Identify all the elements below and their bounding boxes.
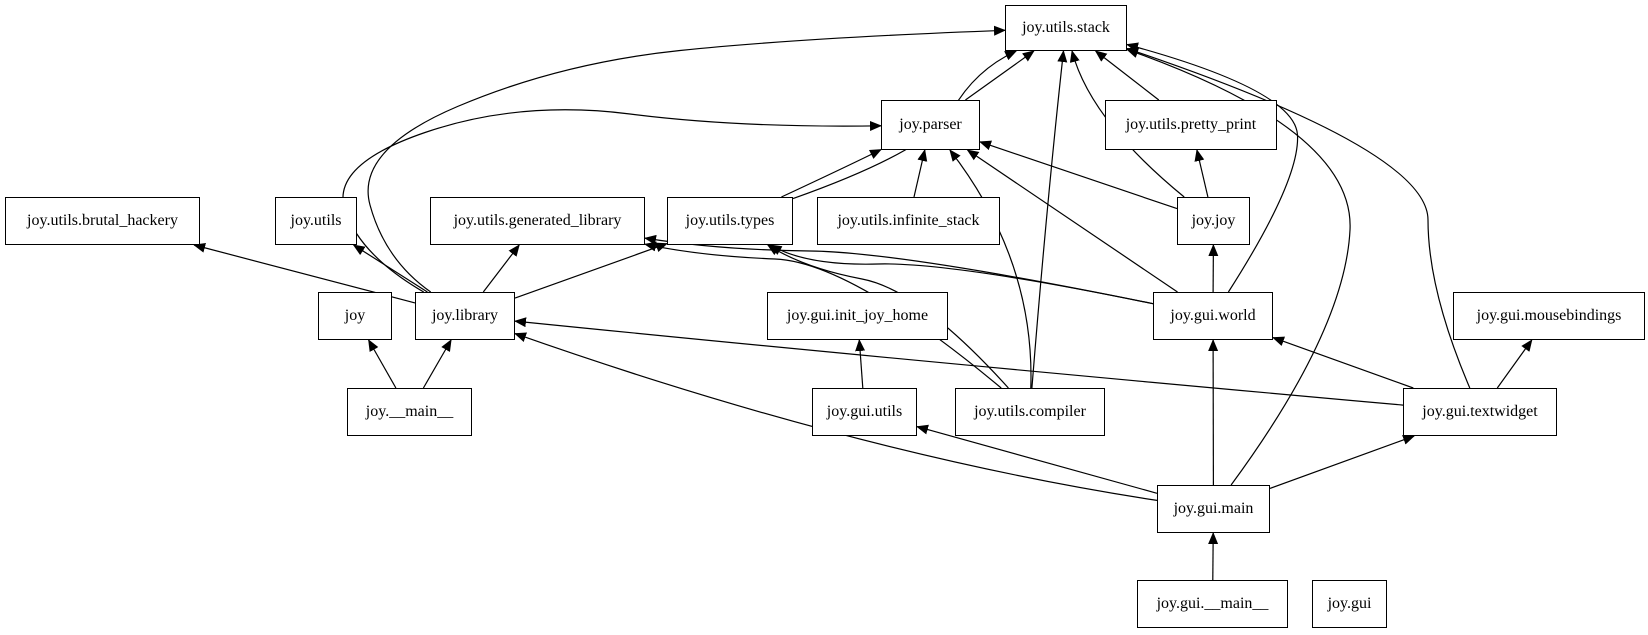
node-joy-gui-init-joy-home: joy.gui.init_joy_home [767,292,948,340]
edge-joy-gui-textwidget-to-joy-gui-mousebindings [1496,339,1533,389]
node-joy-joy: joy.joy [1177,197,1250,245]
edge-joy-gui-world-to-joy-utils-generated-library [644,234,1154,305]
edge-joy-utils-infinite-stack-to-joy-parser [913,149,928,198]
node-label: joy.utils [290,212,342,229]
node-label: joy.gui.init_joy_home [786,307,929,324]
node-joy-utils-compiler: joy.utils.compiler [955,388,1105,436]
node-label: joy.gui.__main__ [1156,595,1269,612]
node-label: joy.parser [899,116,962,133]
node-joy-gui: joy.gui [1312,580,1387,628]
node-label: joy.gui.main [1173,500,1254,517]
edge-joy-utils-compiler-to-joy-utils-types [766,244,1009,389]
node-joy-gui-textwidget: joy.gui.textwidget [1403,388,1557,436]
node-joy-gui-mousebindings: joy.gui.mousebindings [1453,292,1645,340]
node-joy-utils-brutal-hackery: joy.utils.brutal_hackery [5,197,200,245]
node-label: joy.gui.utils [826,403,903,420]
node-joy-gui-utils: joy.gui.utils [812,388,917,436]
node-label: joy.gui.mousebindings [1476,307,1622,324]
edge-joy-library-to-joy-utils-stack [367,25,1006,293]
node-label: joy.gui.textwidget [1422,403,1538,420]
node-label: joy.utils.generated_library [453,212,622,229]
node-joy-utils-generated-library: joy.utils.generated_library [430,197,645,245]
node-joy: joy [318,292,392,340]
node-label: joy.gui [1327,595,1372,612]
node-joy-utils-pretty-print: joy.utils.pretty_print [1105,100,1277,150]
edge-joy-utils-pretty-print-to-joy-utils-stack [1094,50,1160,101]
edge-joy-library-to-joy-utils-generated-library [482,244,520,293]
node-label: joy.library [431,307,499,324]
edge-joy-utils-compiler-to-joy-utils-stack [1031,50,1068,389]
node-label: joy [344,307,366,324]
edge-joy-utils-compiler-to-joy-parser [949,149,1032,389]
node-joy-utils-infinite-stack: joy.utils.infinite_stack [817,197,1000,245]
edge-joy-gui-world-to-joy-parser [966,149,1178,293]
node-joy-utils: joy.utils [275,197,357,245]
edge-joy-utils-types-to-joy-parser [781,149,882,198]
edge-joy-gui-world-to-joy-utils-stack [1126,42,1299,293]
node-label: joy.utils.brutal_hackery [27,212,178,229]
node-joy-gui-main: joy.gui.__main__ [1137,580,1288,628]
node-joy-gui-world: joy.gui.world [1153,292,1273,340]
node-label: joy.utils.compiler [974,403,1086,420]
edge-joy-gui-textwidget-to-joy-library [514,317,1404,406]
node-joy-library: joy.library [415,292,515,340]
node-joy-parser: joy.parser [881,100,980,150]
node-label: joy.utils.infinite_stack [837,212,980,229]
edge-joy-gui-textwidget-to-joy-gui-world [1272,336,1414,389]
node-label: joy.__main__ [365,403,454,420]
edge-joy-joy-to-joy-utils-pretty-print [1194,149,1209,198]
edge-joy-gui-utils-to-joy-gui-init-joy-home [855,339,866,389]
edge-joy-gui-main-to-joy-library [514,332,1158,501]
node-label: joy.utils.types [685,212,775,229]
edge-joy-gui-main-to-joy-gui-textwidget [1269,435,1416,489]
node-label: joy.utils.stack [1022,19,1110,36]
edge-joy-main-to-joy-library [422,339,452,389]
node-joy-main: joy.__main__ [347,388,472,436]
edge-joy-main-to-joy [368,339,397,389]
edge-joy-joy-to-joy-parser [979,140,1178,210]
node-label: joy.gui.world [1170,307,1256,324]
node-joy-utils-stack: joy.utils.stack [1005,5,1127,51]
edge-joy-library-to-joy-utils-types [514,242,668,299]
edge-joy-gui-main-to-joy-gui-utils [916,424,1158,494]
edge-joy-library-to-joy-utils [352,244,428,293]
node-label: joy.joy [1191,212,1236,229]
node-joy-utils-types: joy.utils.types [667,197,793,245]
edge-joy-parser-to-joy-utils-stack [965,50,1035,101]
node-label: joy.utils.pretty_print [1125,116,1257,133]
node-joy-gui-main: joy.gui.main [1157,485,1270,533]
